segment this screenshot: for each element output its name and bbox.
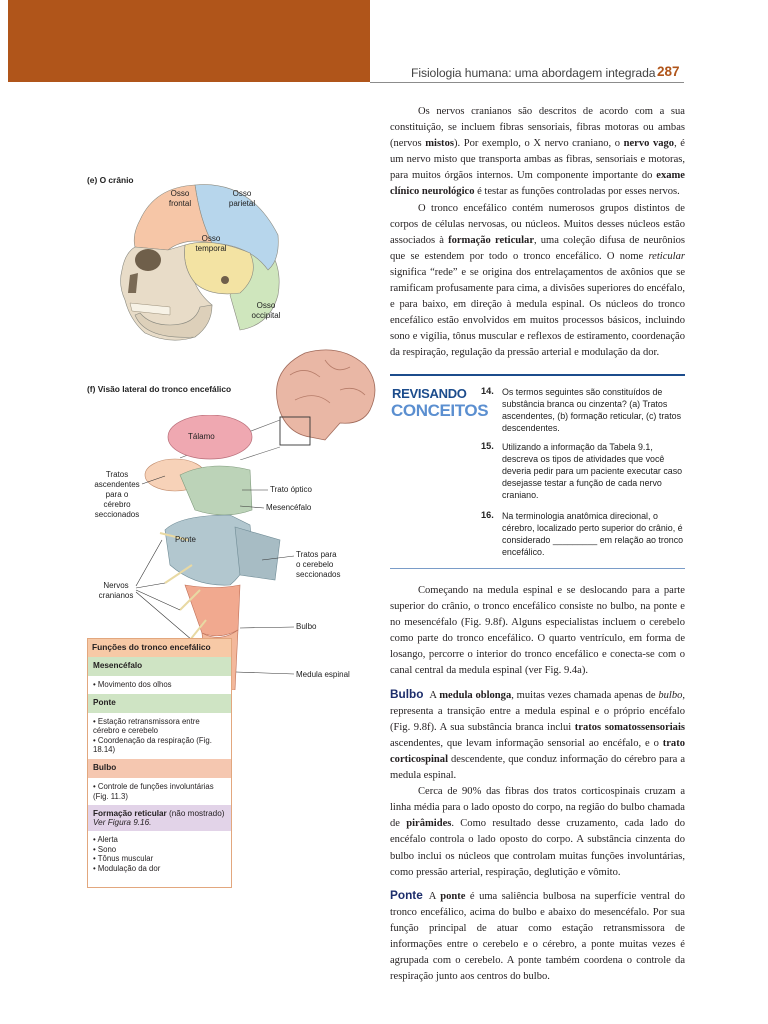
list-item: Controle de funções involuntárias (Fig. … [93, 782, 226, 801]
mandible [134, 304, 213, 338]
teeth [129, 302, 171, 316]
section-ponte: Ponte [88, 693, 231, 713]
label-medula-espinal: Medula espinal [296, 670, 350, 679]
paragraph-nervos-cranianos: Os nervos cranianos são descritos de aco… [390, 106, 685, 198]
skull-illustration [120, 184, 280, 341]
section-head-ponte: Ponte [390, 887, 423, 902]
figure-e-label: (e) O crânio [87, 175, 134, 185]
brainstem-functions-box: Funções do tronco encefálico Mesencéfalo… [87, 638, 232, 888]
section-formacao-reticular: Formação reticular (não mostrado) Ver Fi… [88, 805, 231, 832]
ear-canal [221, 276, 229, 284]
paragraph-piramides: Cerca de 90% das fibras dos tratos corti… [390, 786, 686, 878]
orbit [135, 249, 161, 271]
list-bulbo: Controle de funções involuntárias (Fig. … [88, 778, 231, 805]
list-item: Estação retransmissora entre cérebro e c… [93, 717, 226, 736]
nasal-cavity [128, 273, 138, 293]
body-text-top: Os nervos cranianos são descritos de aco… [390, 104, 685, 362]
cerebellar-tracts-cut [234, 526, 281, 581]
running-head: Fisiologia humana: uma abordagem integra… [411, 66, 656, 80]
question-text: Na terminologia anatômica direcional, o … [502, 511, 684, 557]
corner-color-block [8, 0, 370, 82]
section-mesencefalo: Mesencéfalo [88, 657, 231, 676]
label-mesencefalo: Mesencéfalo [266, 503, 312, 512]
figure-f-label: (f) Visão lateral do tronco encefálico [87, 384, 232, 394]
question-number: 14. [481, 386, 494, 396]
label-bulbo: Bulbo [296, 622, 317, 631]
list-item: Alerta [93, 835, 226, 845]
review-concepts-box: REVISANDO CONCEITOS 14. Os termos seguin… [390, 374, 685, 569]
question-text: Os termos seguintes são constituídos de … [502, 387, 682, 433]
list-formacao-reticular: Alerta Sono Tônus muscular Modulação da … [88, 831, 231, 877]
question-number: 16. [481, 510, 494, 520]
list-ponte: Estação retransmissora entre cérebro e c… [88, 713, 231, 759]
paragraph-tronco-partes: Começando na medula espinal e se desloca… [390, 585, 685, 677]
review-title-line2: CONCEITOS [391, 401, 489, 420]
functions-box-title: Funções do tronco encefálico [88, 639, 231, 657]
list-item: Coordenação da respiração (Fig. 18.14) [93, 736, 226, 755]
section-head-bulbo: Bulbo [390, 686, 424, 701]
paragraph-tronco-nucleos: O tronco encefálico contém numerosos gru… [390, 202, 685, 359]
question-text: Utilizando a informação da Tabela 9.1, d… [502, 442, 683, 500]
label-trato-optico: Trato óptico [270, 485, 312, 494]
label-ponte: Ponte [175, 535, 196, 544]
cranial-nerves [159, 532, 207, 641]
list-item: Sono [93, 845, 226, 855]
body-text-bottom: Começando na medula espinal e se desloca… [390, 583, 685, 985]
review-title-line1: REVISANDO [392, 386, 467, 401]
thalamus [167, 415, 253, 460]
brain-inset [276, 349, 376, 446]
list-item: Tônus muscular [93, 854, 226, 864]
list-mesencefalo: Movimento dos olhos [88, 676, 231, 694]
header-rule [370, 82, 684, 83]
question-number: 15. [481, 441, 494, 451]
section-bulbo: Bulbo [88, 758, 231, 778]
list-item: Modulação da dor [93, 864, 226, 874]
inset-highlight-box [279, 416, 311, 446]
label-talamo: Tálamo [188, 432, 215, 441]
list-item: Movimento dos olhos [93, 680, 226, 690]
page-number: 287 [657, 64, 680, 79]
